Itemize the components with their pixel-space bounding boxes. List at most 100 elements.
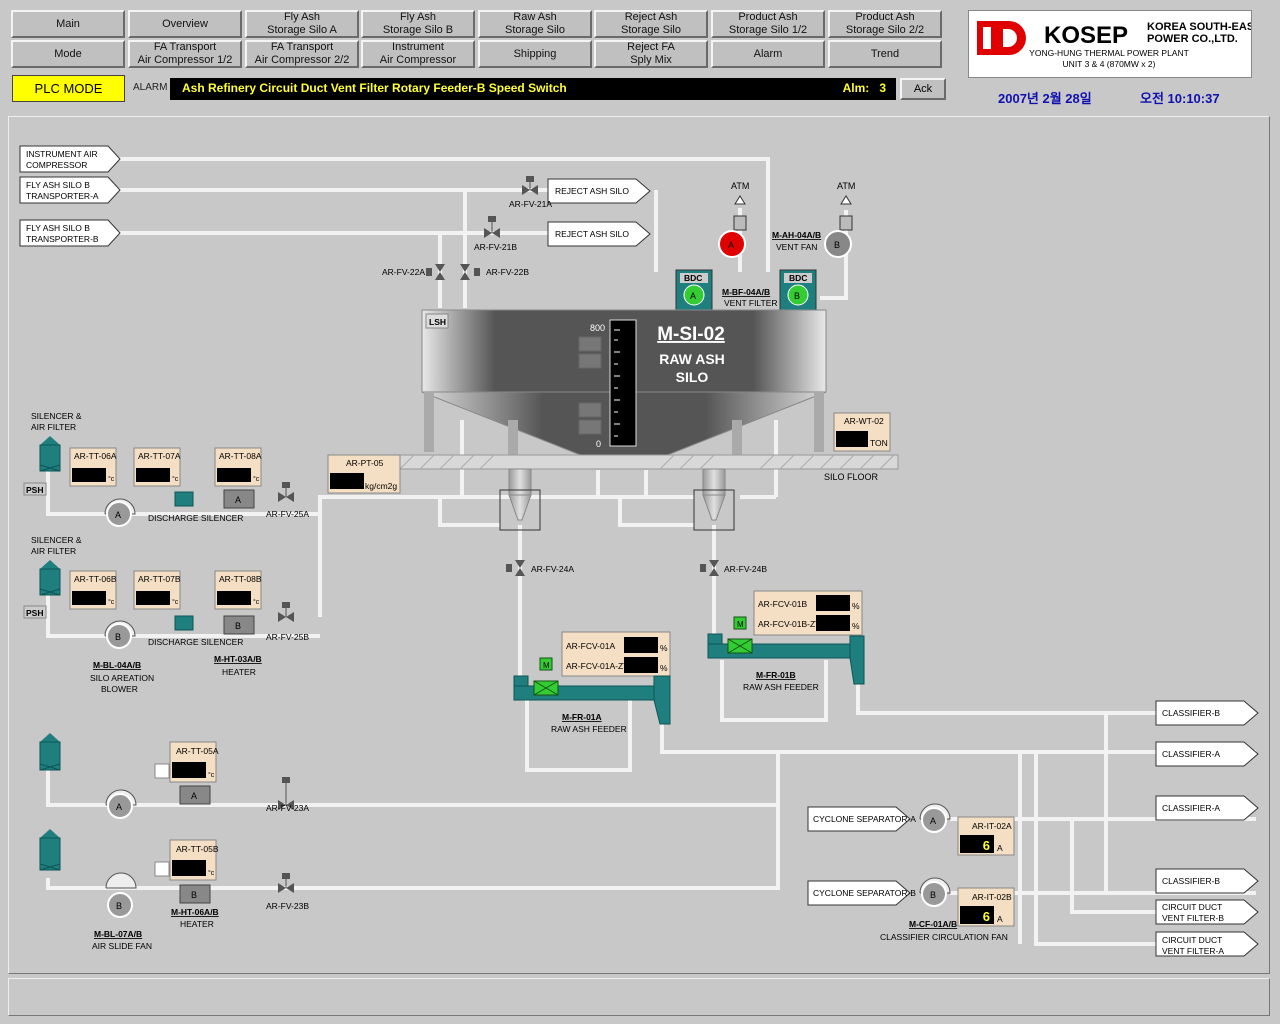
current-indicator-ar-it-02a[interactable]: AR-IT-02A 6 A — [957, 816, 1015, 856]
nav-sublabel: Sply Mix — [630, 54, 672, 66]
source-cyclone-b[interactable]: CYCLONE SEPARATOR-B — [807, 880, 916, 906]
valve-ar-fv-25a[interactable]: AR-FV-25A — [266, 482, 309, 519]
temp-transmitter-ar-tt-06b[interactable]: AR-TT-06B °c — [69, 570, 117, 610]
raw-ash-feeder-a[interactable]: M — [513, 657, 671, 725]
source-transporter-a[interactable]: FLY ASH SILO B TRANSPORTER-A — [19, 176, 121, 204]
blower-name-line1: SILO AREATION — [90, 673, 154, 683]
vent-filter-a[interactable]: BDC A — [675, 269, 713, 311]
reject-ash-silo-tag-1[interactable]: REJECT ASH SILO — [547, 178, 651, 204]
heater-d[interactable]: B — [179, 884, 211, 904]
silo-name-line1: RAW ASH — [659, 351, 725, 367]
motor-letter: M — [543, 661, 550, 670]
source-instrument-air[interactable]: INSTRUMENT AIR COMPRESSOR — [19, 145, 121, 173]
nav-mode-button[interactable]: Mode — [11, 40, 125, 68]
nav-sublabel: Air Compressor 1/2 — [137, 54, 233, 66]
tt-tag: AR-TT-08B — [219, 574, 262, 584]
nav-alarm-button[interactable]: Alarm — [711, 40, 825, 68]
flow-control-ar-fcv-01a[interactable]: AR-FCV-01A % AR-FCV-01A-ZT % — [561, 631, 671, 677]
dest-vent-filter-a[interactable]: CIRCUIT DUCT VENT FILTER-A — [1155, 931, 1259, 957]
weight-transmitter-ar-wt-02[interactable]: AR-WT-02 TON — [833, 412, 891, 452]
vent-filter-b[interactable]: BDC B — [779, 269, 817, 311]
psh-label: PSH — [26, 608, 43, 618]
discharge-silencer-a — [174, 491, 194, 507]
silo-floor-label: SILO FLOOR — [824, 472, 879, 482]
valve-ar-fv-24a[interactable]: AR-FV-24A — [506, 560, 574, 576]
temp-transmitter-ar-tt-08a[interactable]: AR-TT-08A °c — [214, 447, 262, 487]
aeration-blower-a[interactable]: A — [104, 498, 136, 527]
temp-transmitter-ar-tt-08b[interactable]: AR-TT-08B °c — [214, 570, 262, 610]
temp-transmitter-ar-tt-06a[interactable]: AR-TT-06A °c — [69, 447, 117, 487]
current-indicator-ar-it-02b[interactable]: AR-IT-02B 6 A — [957, 887, 1015, 927]
atm-label: ATM — [837, 181, 855, 191]
valve-ar-fv-24b[interactable]: AR-FV-24B — [700, 560, 767, 576]
valve-ar-fv-22a[interactable]: AR-FV-22A — [382, 264, 445, 280]
air-slide-fan-b[interactable]: B — [105, 872, 137, 918]
plc-mode-button[interactable]: PLC MODE — [12, 75, 125, 102]
source-sublabel: COMPRESSOR — [26, 160, 87, 170]
nav-label: FA Transport — [270, 41, 334, 53]
tt-tag: AR-TT-07B — [138, 574, 181, 584]
vent-fan-a[interactable]: A — [718, 215, 747, 258]
valve-ar-fv-25b[interactable]: AR-FV-25B — [266, 602, 309, 642]
tt-unit: °c — [208, 869, 215, 877]
source-transporter-b[interactable]: FLY ASH SILO B TRANSPORTER-B — [19, 219, 121, 247]
flow-control-ar-fcv-01b[interactable]: AR-FCV-01B % AR-FCV-01B-ZT % — [753, 590, 863, 636]
aeration-blower-b[interactable]: B — [104, 620, 136, 649]
tt-unit: °c — [253, 475, 260, 483]
vent-fan-b[interactable]: B — [824, 215, 853, 258]
feeder-a-tag: M-FR-01A — [562, 712, 602, 722]
nav-shipping-button[interactable]: Shipping — [478, 40, 592, 68]
circulation-fan-b[interactable]: B — [919, 877, 951, 907]
heater-c[interactable]: A — [179, 785, 211, 805]
dest-classifier-a-1[interactable]: CLASSIFIER-A — [1155, 741, 1259, 767]
reject-ash-silo-tag-2[interactable]: REJECT ASH SILO — [547, 221, 651, 247]
ack-button[interactable]: Ack — [900, 78, 946, 100]
nav-main-button[interactable]: Main — [11, 10, 125, 38]
valve-label: AR-FV-23A — [266, 803, 309, 813]
nav-sublabel: Air Compressor — [379, 54, 457, 66]
valve-ar-fv-21b[interactable]: AR-FV-21B — [474, 216, 517, 252]
dest-classifier-b-1[interactable]: CLASSIFIER-B — [1155, 700, 1259, 726]
silo-tag: M-SI-02 — [657, 324, 725, 345]
valve-ar-fv-21a[interactable]: AR-FV-21A — [509, 176, 552, 209]
source-cyclone-a[interactable]: CYCLONE SEPARATOR-A — [807, 806, 916, 832]
temp-transmitter-ar-tt-07b[interactable]: AR-TT-07B °c — [133, 570, 181, 610]
air-slide-fan-a[interactable]: A — [105, 789, 137, 819]
valve-ar-fv-22b[interactable]: AR-FV-22B — [460, 264, 529, 280]
tt-unit: °c — [108, 475, 115, 483]
tt-unit: °c — [208, 771, 215, 779]
dest-classifier-b-2[interactable]: CLASSIFIER-B — [1155, 868, 1259, 894]
circulation-fan-a[interactable]: A — [919, 803, 951, 833]
circulation-fan-tag: M-CF-01A/B — [909, 919, 957, 929]
dest-vent-filter-b[interactable]: CIRCUIT DUCT VENT FILTER-B — [1155, 899, 1259, 925]
temp-transmitter-ar-tt-07a[interactable]: AR-TT-07A °c — [133, 447, 181, 487]
valve-ar-fv-23b[interactable]: AR-FV-23B — [266, 873, 309, 911]
nav-overview-button[interactable]: Overview — [128, 10, 242, 38]
it-tag: AR-IT-02B — [972, 892, 1012, 902]
raw-ash-silo[interactable]: LSH 800 0 M-SI-02 RAW ASH SILO — [421, 309, 827, 463]
level-scale-max: 800 — [590, 323, 605, 333]
valve-label: AR-FV-22B — [486, 267, 529, 277]
heater-a[interactable]: A — [223, 489, 255, 509]
nav-trend-button[interactable]: Trend — [828, 40, 942, 68]
it-value-display — [960, 906, 994, 924]
valve-ar-fv-23a[interactable]: AR-FV-23A — [266, 777, 309, 813]
pressure-transmitter-ar-pt-05[interactable]: AR-PT-05 kg/cm2g — [327, 454, 401, 494]
heater-b[interactable]: B — [223, 615, 255, 635]
raw-ash-feeder-b[interactable]: M — [707, 616, 865, 685]
temp-transmitter-ar-tt-05a[interactable]: AR-TT-05A °c — [154, 741, 219, 783]
temp-transmitter-ar-tt-05b[interactable]: AR-TT-05B °c — [154, 839, 219, 881]
source-sublabel: TRANSPORTER-B — [26, 234, 99, 244]
dest-classifier-a-2[interactable]: CLASSIFIER-A — [1155, 795, 1259, 821]
alarm-bar: Ash Refinery Circuit Duct Vent Filter Ro… — [170, 78, 896, 100]
